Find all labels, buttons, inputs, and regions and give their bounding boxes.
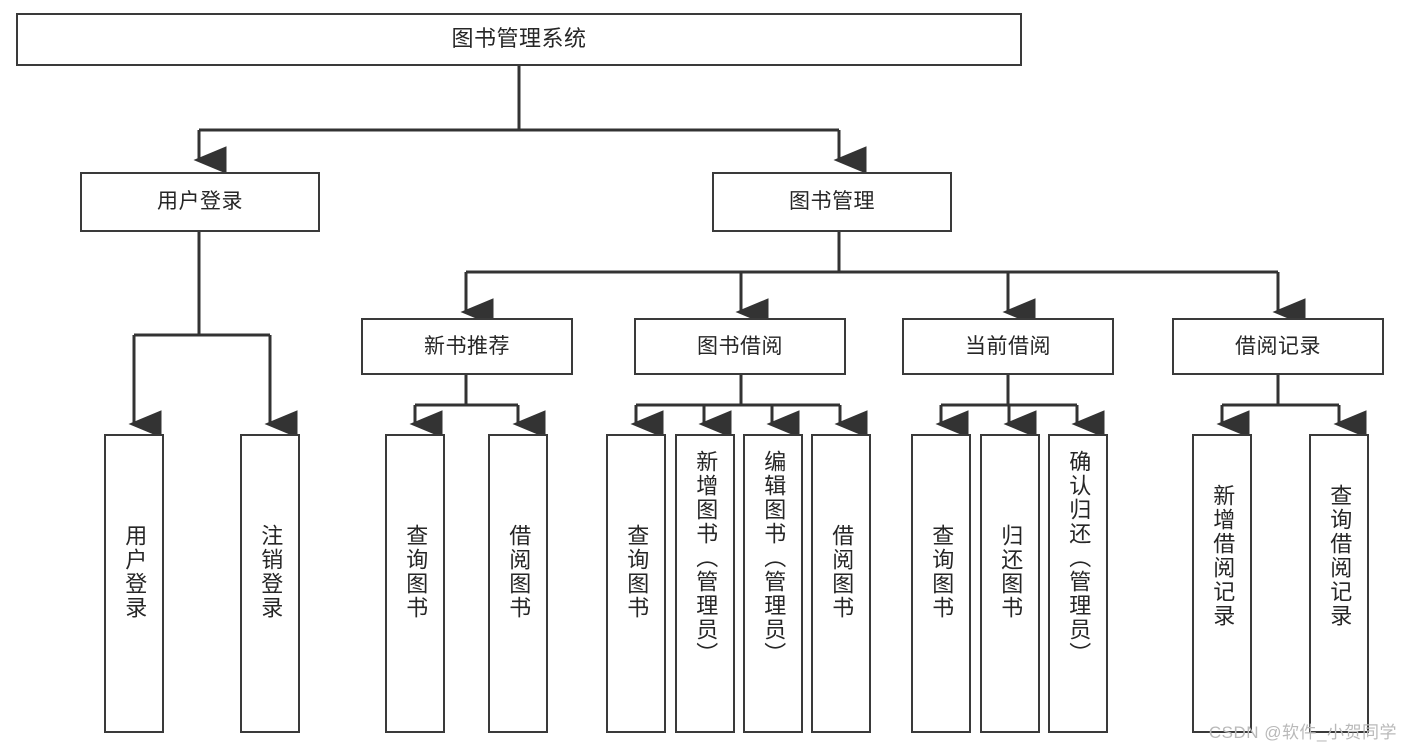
node-leaf-query-record-label: 查询借阅记录 [1327,484,1353,628]
node-leaf-add-record-label: 新增借阅记录 [1210,484,1236,628]
node-root[interactable]: 图书管理系统 [16,13,1022,66]
node-current-borrow[interactable]: 当前借阅 [902,318,1114,375]
node-leaf-query-book-1[interactable]: 查询图书 [385,434,445,733]
node-new-book-recommend-label: 新书推荐 [424,334,510,358]
node-leaf-query-book-3[interactable]: 查询图书 [911,434,971,733]
node-leaf-confirm-return[interactable]: 确认归还（管理员） [1048,434,1108,733]
node-book-borrow[interactable]: 图书借阅 [634,318,846,375]
node-user-login[interactable]: 用户登录 [80,172,320,232]
node-leaf-query-book-2[interactable]: 查询图书 [606,434,666,733]
node-leaf-user-login-label: 用户登录 [122,524,148,620]
node-leaf-query-book-3-label: 查询图书 [929,524,955,620]
node-leaf-borrow-book-1[interactable]: 借阅图书 [488,434,548,733]
node-book-borrow-label: 图书借阅 [697,334,783,358]
node-user-login-label: 用户登录 [157,190,243,214]
node-leaf-user-login[interactable]: 用户登录 [104,434,164,733]
node-leaf-return-book-label: 归还图书 [998,524,1024,620]
node-current-borrow-label: 当前借阅 [965,334,1051,358]
node-book-management-label: 图书管理 [789,190,875,214]
node-leaf-add-book[interactable]: 新增图书（管理员） [675,434,735,733]
node-borrow-record-label: 借阅记录 [1235,334,1321,358]
node-leaf-query-book-1-label: 查询图书 [403,524,429,620]
node-leaf-edit-book-label: 编辑图书（管理员） [761,450,787,666]
node-leaf-edit-book[interactable]: 编辑图书（管理员） [743,434,803,733]
node-leaf-logout-login[interactable]: 注销登录 [240,434,300,733]
node-book-management[interactable]: 图书管理 [712,172,952,232]
node-leaf-add-record[interactable]: 新增借阅记录 [1192,434,1252,733]
node-borrow-record[interactable]: 借阅记录 [1172,318,1384,375]
node-root-label: 图书管理系统 [451,26,587,52]
node-leaf-return-book[interactable]: 归还图书 [980,434,1040,733]
node-new-book-recommend[interactable]: 新书推荐 [361,318,573,375]
node-leaf-logout-login-label: 注销登录 [258,524,284,620]
node-leaf-add-book-label: 新增图书（管理员） [693,450,719,666]
node-leaf-borrow-book-2[interactable]: 借阅图书 [811,434,871,733]
node-leaf-confirm-return-label: 确认归还（管理员） [1066,450,1092,666]
node-leaf-borrow-book-1-label: 借阅图书 [506,524,532,620]
node-leaf-query-book-2-label: 查询图书 [624,524,650,620]
node-leaf-borrow-book-2-label: 借阅图书 [829,524,855,620]
node-leaf-query-record[interactable]: 查询借阅记录 [1309,434,1369,733]
watermark-text: CSDN @软件_小贺同学 [1208,723,1397,742]
